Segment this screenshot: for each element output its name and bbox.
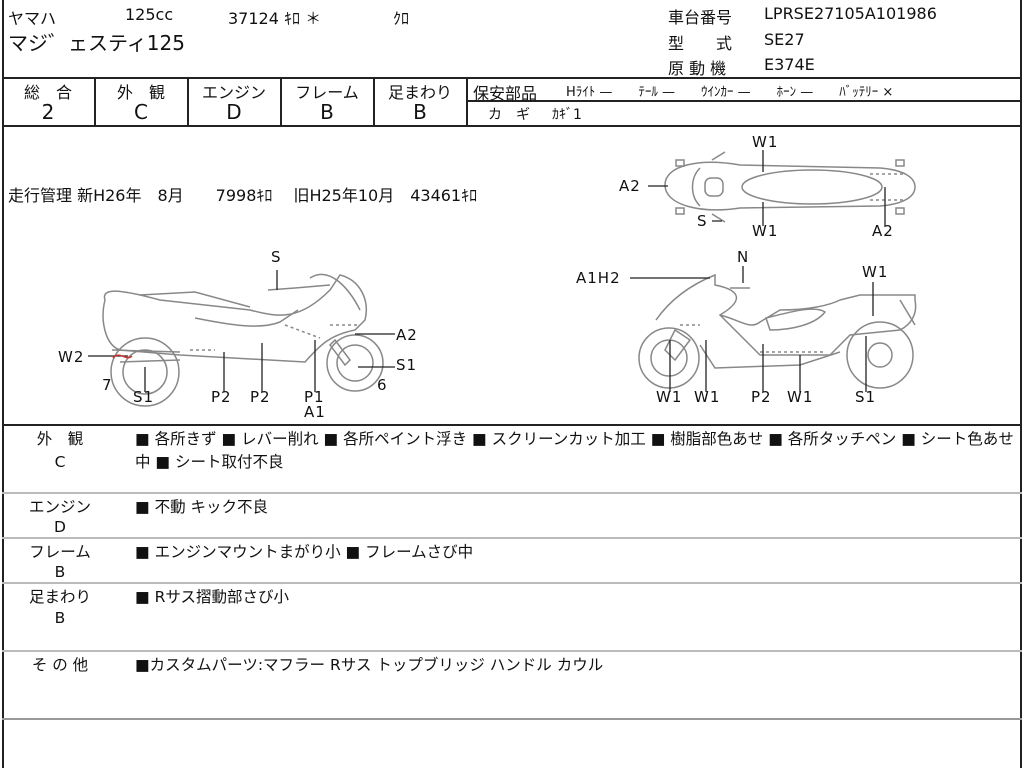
divider — [2, 718, 1022, 720]
divider — [2, 650, 1022, 652]
diagram-label: W1 — [752, 133, 779, 151]
diagram-label: S1 — [396, 356, 418, 374]
grade-exterior: C — [134, 100, 148, 124]
grade-label-overall: 総 合 — [23, 83, 72, 102]
model-name: マジ゛ェスティ125 — [8, 31, 185, 55]
scooter-left-view — [102, 273, 384, 407]
frame-no: LPRSE27105A101986 — [764, 4, 937, 23]
divider — [2, 582, 1022, 584]
comment-head-frame: フレーム — [29, 543, 91, 561]
grade-suspension: B — [413, 100, 427, 124]
diagram-label: 7 — [102, 376, 113, 394]
divider — [2, 537, 1022, 539]
comment-text-other: ■カスタムパーツ:マフラー Rサス トップブリッジ ハンドル カウル — [135, 656, 604, 674]
displacement: 125cc — [125, 5, 174, 24]
grade-overall: 2 — [41, 100, 55, 124]
divider — [373, 77, 375, 125]
leader-lines — [88, 150, 886, 392]
diagram-label: A1H2 — [576, 269, 621, 287]
divider — [2, 492, 1022, 494]
comment-text-suspension: ■ Rサス摺動部さび小 — [135, 588, 290, 606]
comment-head-exterior: 外 観 — [36, 430, 84, 448]
comment-head-engine: エンジン — [28, 498, 91, 516]
key-value: ｶｷﾞ1 — [552, 107, 582, 123]
safety-items: Hﾗｲﾄ — ﾃｰﾙ — ｳｲﾝｶｰ — ﾎｰﾝ — ﾊﾞｯﾃﾘｰ × — [566, 85, 894, 100]
divider — [2, 125, 1022, 127]
diagram-label: A1 — [304, 403, 326, 421]
type-label: 型 式 — [668, 34, 733, 53]
running-record: 走行管理 新H26年 8月 7998ｷﾛ 旧H25年10月 43461ｷﾛ — [8, 186, 478, 205]
divider — [2, 424, 1022, 426]
comment-head-suspension: 足まわり — [28, 588, 91, 606]
grade-label-exterior: 外 観 — [116, 83, 165, 102]
maker: ヤマハ — [8, 9, 57, 28]
comment-grade-exterior: C — [54, 453, 66, 471]
diagram-label: P2 — [250, 388, 271, 406]
diagram-label: S1 — [133, 388, 155, 406]
comment-head-other: そ の 他 — [31, 656, 89, 674]
scooter-right-view — [638, 273, 917, 389]
diagram-label: W2 — [58, 348, 85, 366]
diagram-label: W1 — [752, 222, 779, 240]
comment-text-frame: ■ エンジンマウントまがり小 ■ フレームさび中 — [135, 543, 474, 561]
safety-label: 保安部品 — [473, 84, 538, 103]
diagram-label: P1 — [304, 388, 325, 406]
color: ｸﾛ — [393, 9, 410, 28]
engine-label: 原 動 機 — [668, 59, 727, 78]
diagram-label: A2 — [872, 222, 894, 240]
comment-text-exterior: ■ 各所きず ■ レバー削れ ■ 各所ペイント浮き ■ スクリーンカット加工 ■… — [135, 430, 1014, 471]
divider — [187, 77, 189, 125]
divider — [466, 100, 1022, 102]
grade-label-frame: フレーム — [295, 83, 359, 102]
diagram-label: W1 — [694, 388, 721, 406]
frame-no-label: 車台番号 — [668, 8, 733, 27]
key-label: カ ギ — [488, 107, 530, 123]
comment-grade-frame: B — [54, 563, 66, 581]
diagram-label: W1 — [862, 263, 889, 281]
diagram-label: N — [737, 248, 750, 266]
w2-mark — [112, 354, 133, 359]
diagram-label: W1 — [787, 388, 814, 406]
diagram-label: S1 — [855, 388, 877, 406]
mileage: 37124 ｷﾛ ＊ — [228, 9, 322, 28]
type-value: SE27 — [764, 30, 805, 49]
grade-engine: D — [226, 100, 242, 124]
diagram-label: P2 — [211, 388, 232, 406]
diagram-label: 6 — [377, 376, 388, 394]
diagram-label: S — [271, 248, 282, 266]
engine-value: E374E — [764, 55, 815, 74]
diagram-label: P2 — [751, 388, 772, 406]
diagram-label: S — [697, 212, 708, 230]
comment-text-engine: ■ 不動 キック不良 — [135, 498, 268, 516]
diagram-label: A2 — [619, 177, 641, 195]
divider — [280, 77, 282, 125]
grade-frame: B — [320, 100, 334, 124]
comment-grade-engine: D — [54, 518, 66, 536]
diagram-label: A2 — [396, 326, 418, 344]
grade-label-engine: エンジン — [201, 83, 266, 102]
scooter-top-view — [664, 151, 916, 223]
grade-label-suspension: 足まわり — [387, 83, 452, 102]
divider — [94, 77, 96, 125]
diagram-label: W1 — [656, 388, 683, 406]
divider — [2, 77, 1022, 79]
comment-grade-suspension: B — [54, 609, 66, 627]
